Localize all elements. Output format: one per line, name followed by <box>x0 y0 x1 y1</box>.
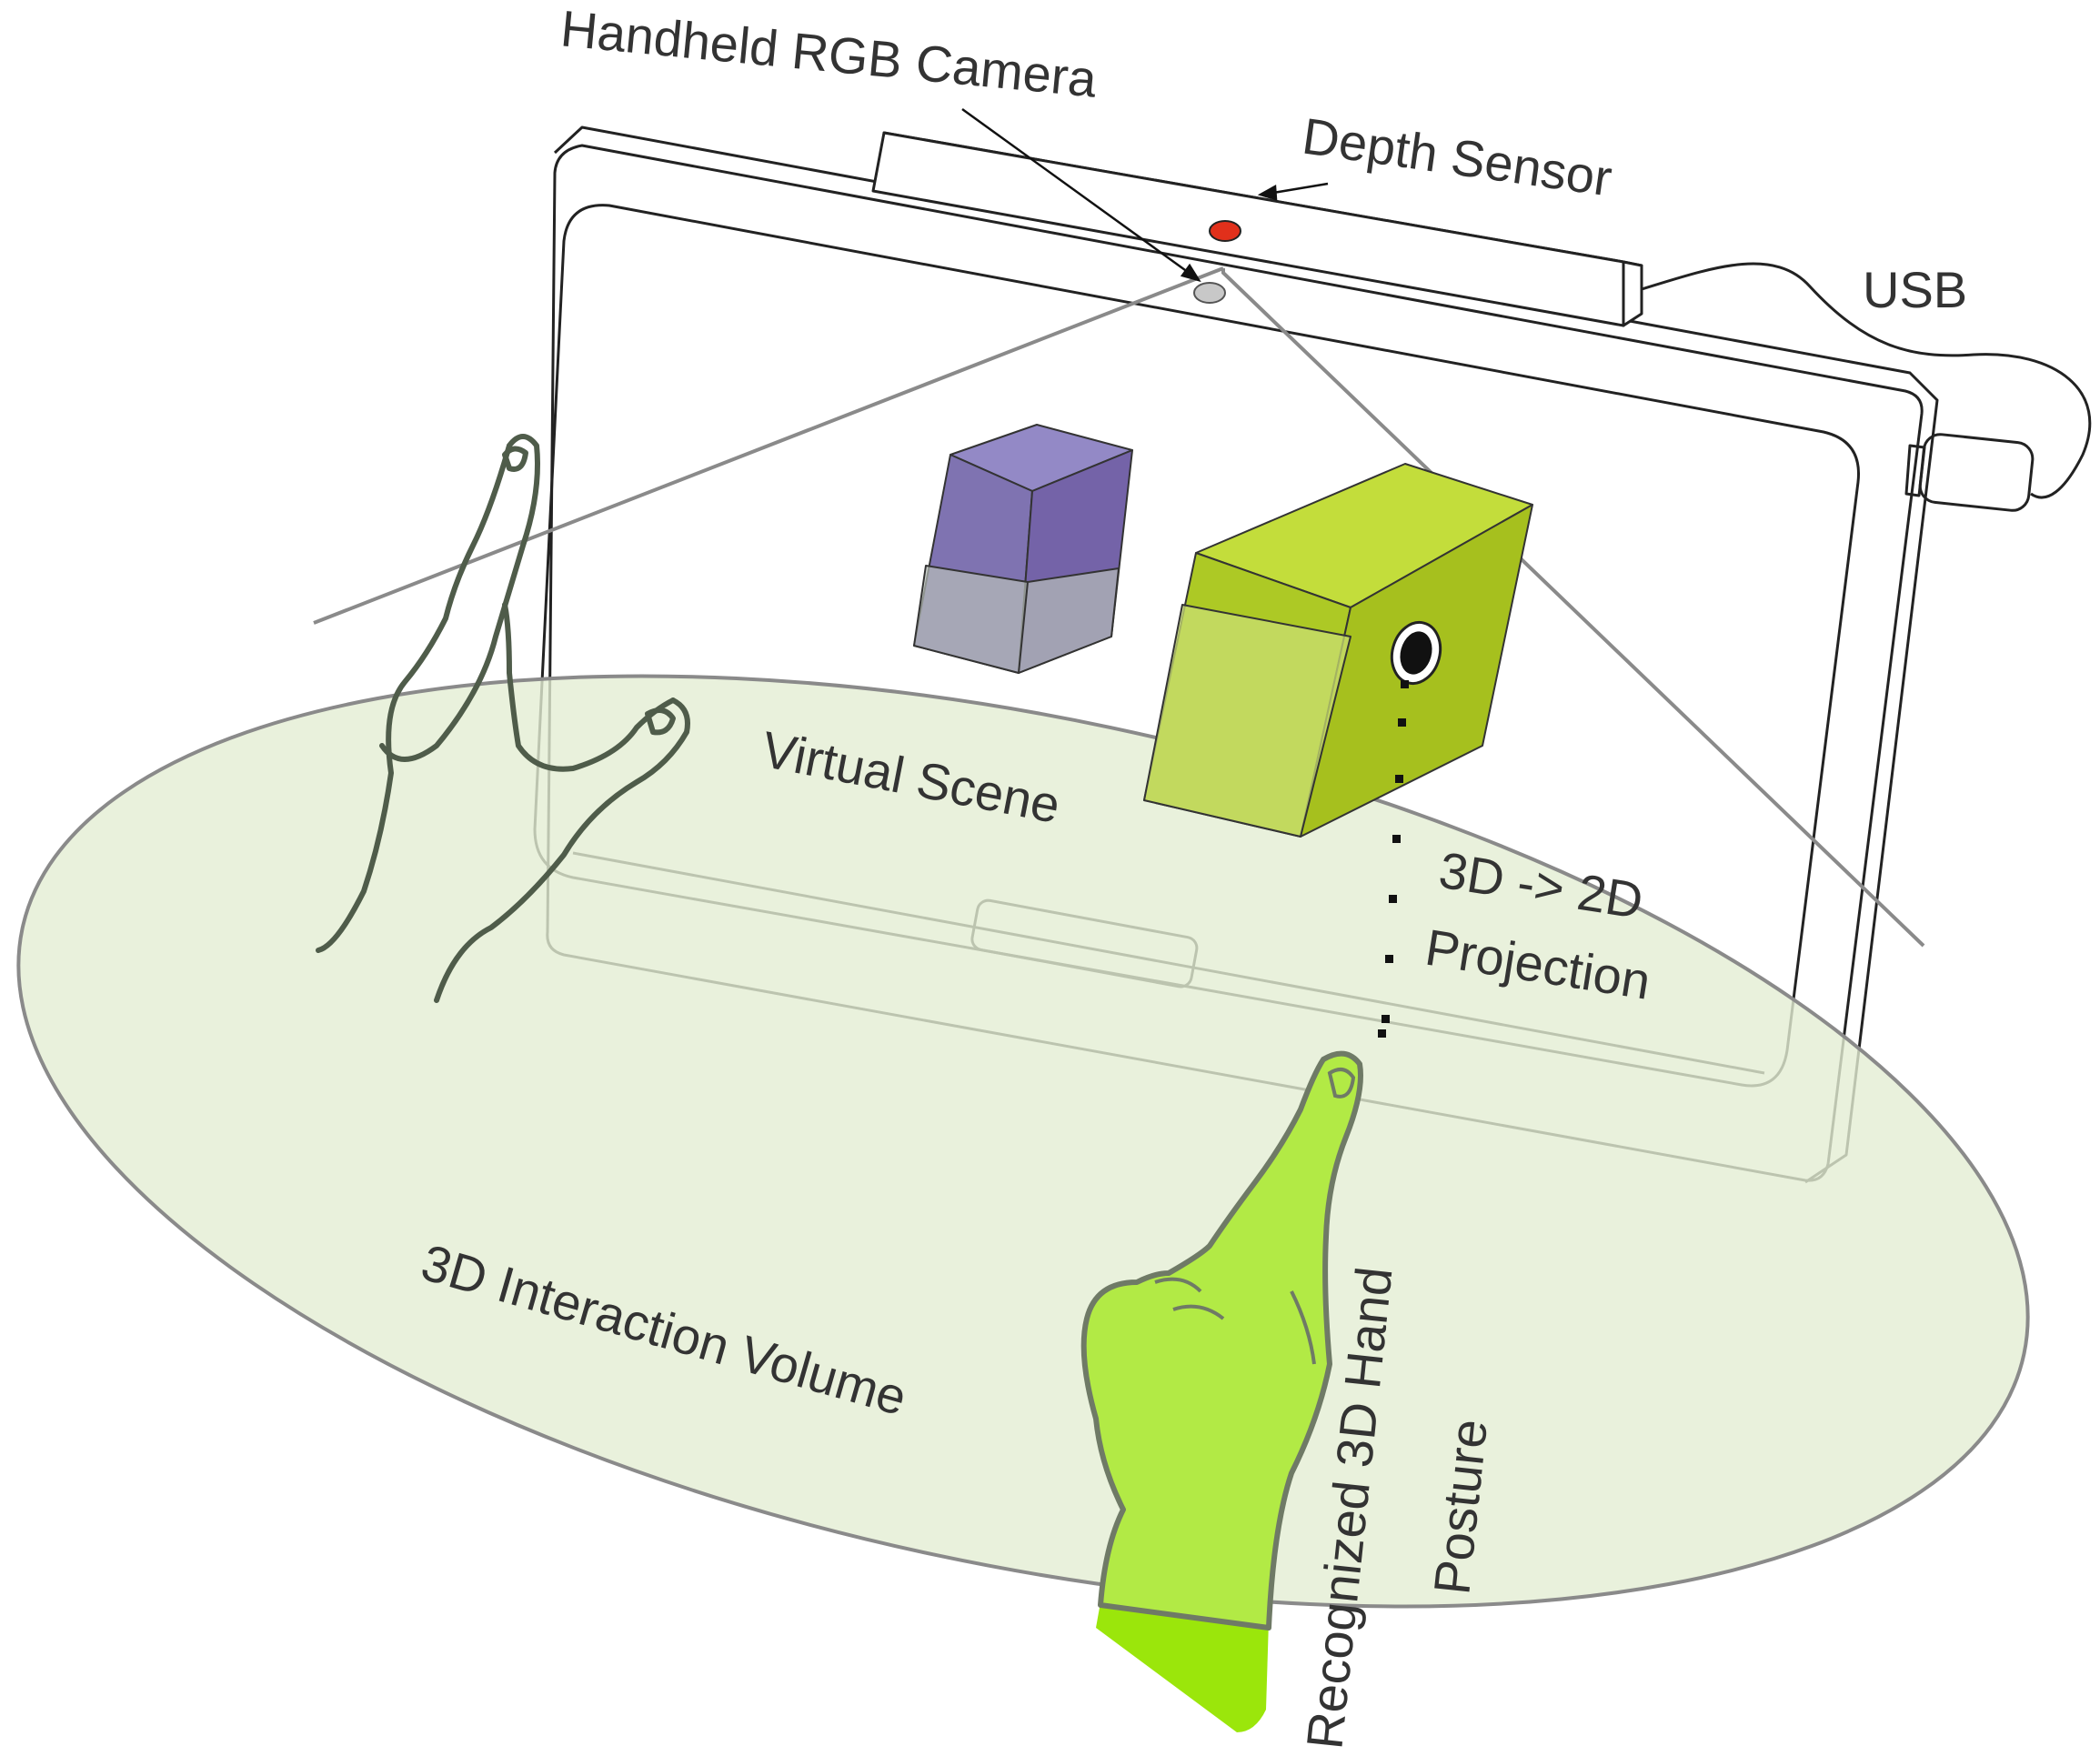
green-cube-volume-part <box>1143 604 1351 838</box>
depth-sensor-pointer-head <box>1257 184 1278 201</box>
rgb-camera-pointer <box>961 107 1192 276</box>
left-hand-sketch <box>316 434 690 1003</box>
usb-cable <box>1641 262 2092 499</box>
sensor-bar-end <box>1622 260 1643 327</box>
usb-connector-plate <box>1904 444 1926 497</box>
label-pointers <box>961 107 1329 283</box>
depth-sensor-pointer <box>1272 182 1329 195</box>
depth-sensor-led <box>1209 220 1241 242</box>
left-hand-thumb-nail <box>645 707 676 736</box>
projection-target-dot <box>1400 631 1432 675</box>
green-cube <box>1143 463 1533 838</box>
usb-connector <box>1918 433 2035 512</box>
interaction-volume <box>16 674 2030 1609</box>
left-hand-index-finger <box>379 434 540 762</box>
depth-sensor-label: Depth Sensor <box>1299 106 1615 206</box>
usb-label: USB <box>1863 261 1967 318</box>
left-hand-middle-finger <box>502 602 676 772</box>
purple-cube <box>913 424 1133 674</box>
recognized-hand-wrist <box>1096 1602 1269 1732</box>
recognized-hand-body <box>1080 1050 1363 1631</box>
rgb-camera-label: Handheld RGB Camera <box>558 0 1100 108</box>
rgb-camera-pointer-head <box>1180 263 1201 283</box>
projection-dotted-line <box>1378 680 1409 1038</box>
purple-cube-volume-part <box>913 565 1120 674</box>
rgb-camera-lens <box>1193 282 1226 304</box>
left-hand-thumb <box>434 697 690 1003</box>
recognized-hand-finger-crease <box>1154 1277 1316 1365</box>
left-hand-back-edge <box>316 443 512 953</box>
recognized-hand <box>1080 1050 1363 1732</box>
frustum-right-line <box>1221 268 1925 948</box>
recognized-hand-nail <box>1327 1068 1356 1099</box>
